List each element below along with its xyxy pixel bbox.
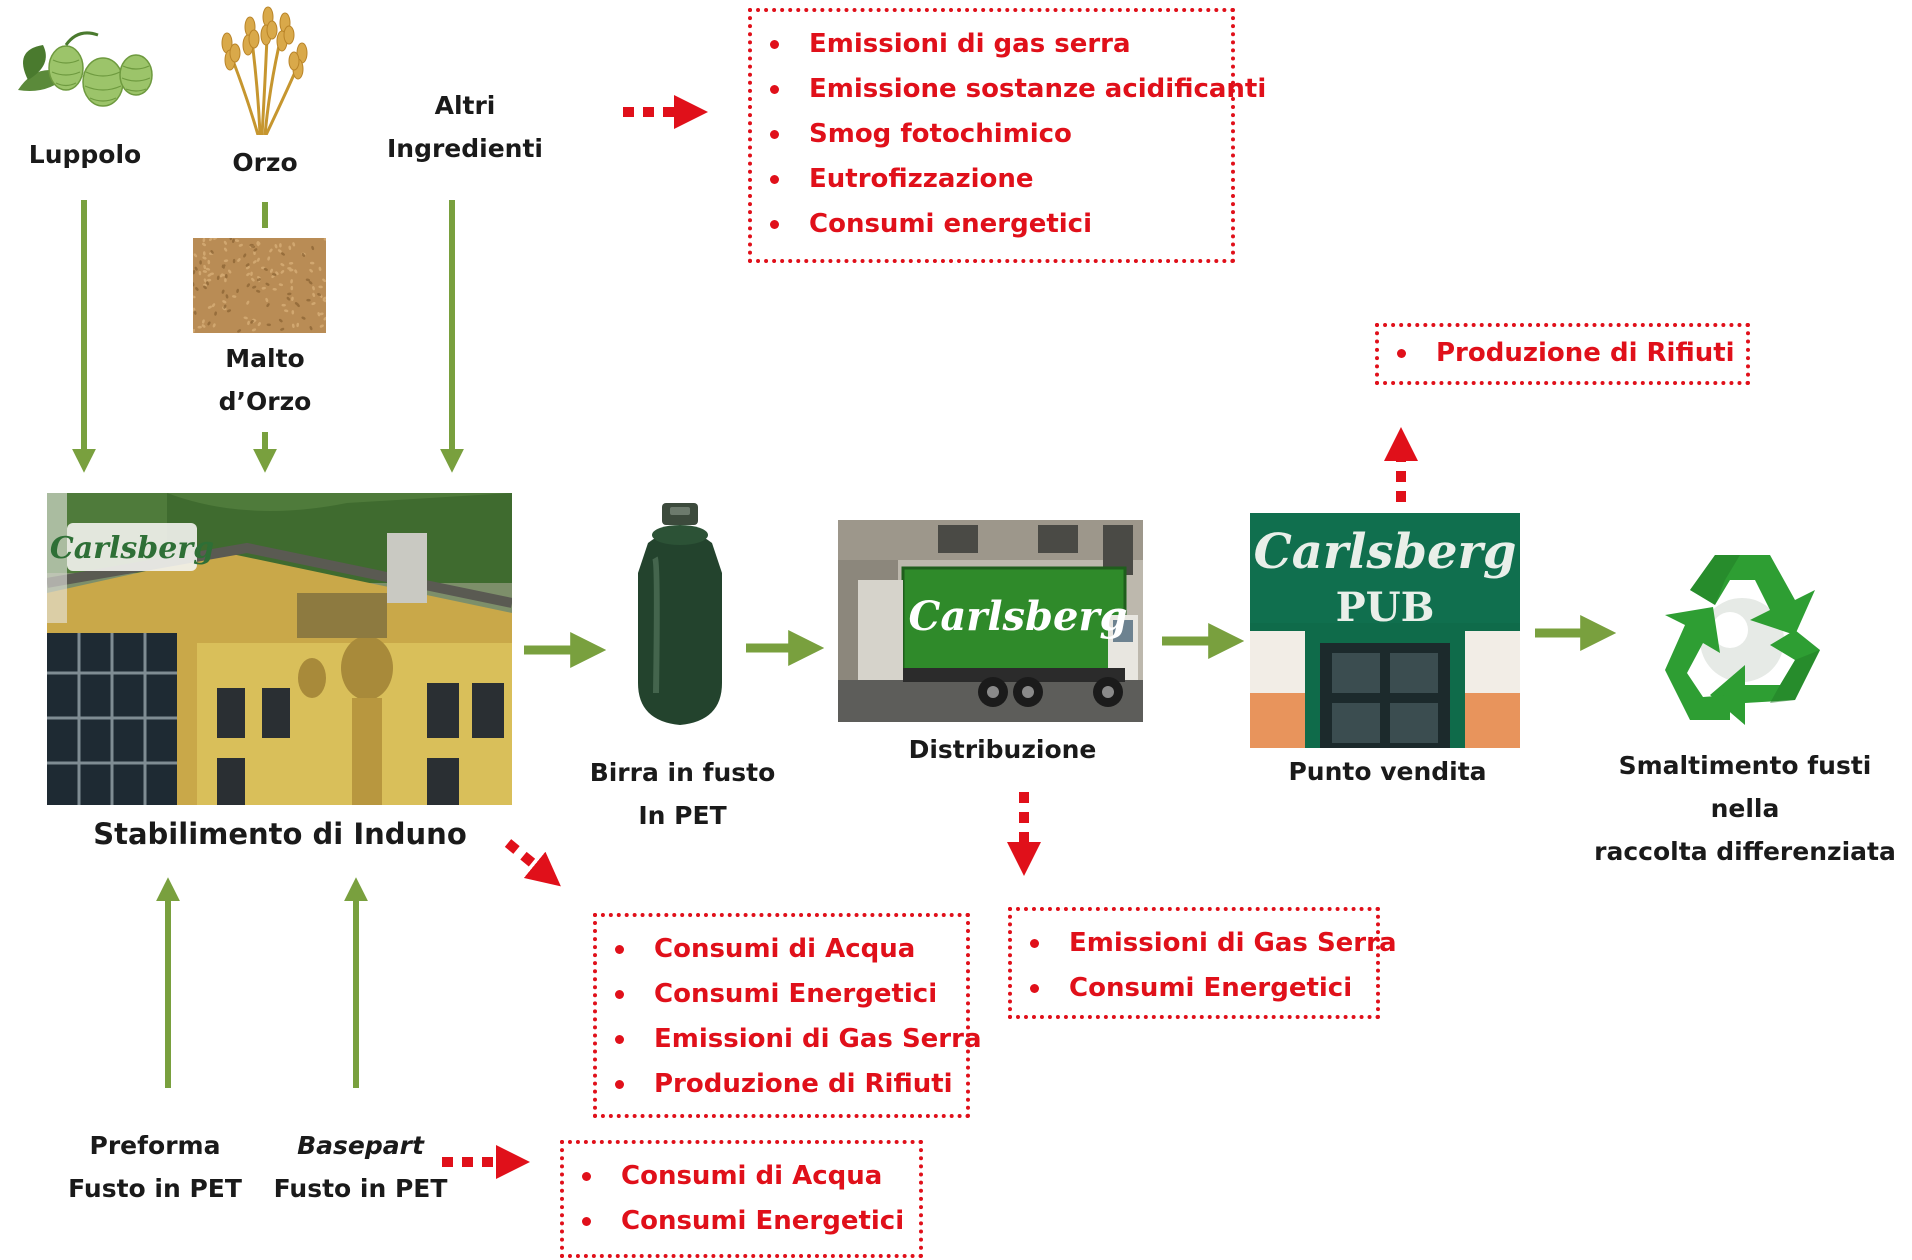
pub-storefront-image: Carlsberg PUB — [1250, 513, 1520, 748]
impact-item: Consumi energetici — [764, 202, 1219, 247]
impact-item: Consumi di Acqua — [609, 927, 954, 972]
impact-box-punto-vendita: Produzione di Rifiuti — [1375, 323, 1750, 385]
brewery-logo-text: Carlsberg — [50, 531, 214, 566]
label-birra-line2: In PET — [638, 801, 727, 830]
label-punto-vendita: Punto vendita — [1288, 757, 1487, 786]
label-basepart: Basepart Fusto in PET — [268, 1124, 453, 1210]
pub-sign-text: PUB — [1336, 584, 1435, 631]
label-altri-line2: Ingredienti — [386, 134, 544, 163]
pub-logo-text: Carlsberg — [1254, 524, 1517, 580]
label-preforma-line1: Preforma — [89, 1131, 221, 1160]
label-malto-line2: d’Orzo — [218, 387, 312, 416]
brewery-building-image: Carlsberg — [47, 493, 512, 805]
label-malto-line1: Malto — [225, 344, 305, 373]
impact-item: Smog fotochimico — [764, 112, 1219, 157]
impact-box-basepart: Consumi di Acqua Consumi Energetici — [560, 1140, 923, 1258]
label-smaltimento: Smaltimento fusti nella raccolta differe… — [1580, 744, 1910, 873]
label-luppolo: Luppolo — [28, 140, 142, 169]
recycle-icon — [1665, 555, 1820, 725]
impact-box-ingredienti: Emissioni di gas serra Emissione sostanz… — [748, 8, 1266, 263]
hops-icon — [18, 31, 153, 107]
impact-item: Emissioni di Gas Serra — [609, 1017, 982, 1062]
impact-item: Consumi Energetici — [609, 972, 954, 1017]
label-distribuzione: Distribuzione — [908, 735, 1097, 764]
impact-box-stabilimento: Consumi di Acqua Consumi Energetici Emis… — [593, 913, 982, 1118]
impact-box-distribuzione: Emissioni di Gas Serra Consumi Energetic… — [1008, 907, 1397, 1019]
label-preforma: Preforma Fusto in PET — [60, 1124, 250, 1210]
impact-item: Produzione di Rifiuti — [609, 1062, 954, 1107]
label-basepart-line1: Basepart — [297, 1131, 424, 1160]
malt-grain-image — [193, 238, 326, 333]
label-birra-line1: Birra in fusto — [589, 758, 776, 787]
label-stabilimento: Stabilimento di Induno — [93, 817, 467, 851]
impact-item: Consumi di Acqua — [576, 1154, 907, 1199]
label-altri-line1: Altri — [434, 91, 496, 120]
impact-item: Emissione sostanze acidificanti — [764, 67, 1266, 112]
wheat-icon — [221, 6, 308, 135]
pet-keg-image — [638, 503, 722, 725]
impact-item: Produzione di Rifiuti — [1391, 331, 1735, 376]
impact-item: Emissioni di Gas Serra — [1024, 921, 1397, 966]
label-orzo: Orzo — [232, 148, 298, 177]
impact-arrow-stabilimento — [504, 839, 561, 887]
label-malto: Malto d’Orzo — [180, 337, 350, 423]
impact-item: Emissioni di gas serra — [764, 22, 1219, 67]
label-smaltimento-line2: raccolta differenziata — [1594, 837, 1896, 866]
label-preforma-line2: Fusto in PET — [68, 1174, 242, 1203]
label-smaltimento-line1: Smaltimento fusti nella — [1618, 751, 1872, 823]
delivery-truck-image: Carlsberg — [838, 520, 1143, 722]
impact-item: Consumi Energetici — [1024, 966, 1364, 1011]
impact-item: Eutrofizzazione — [764, 157, 1219, 202]
truck-logo-text: Carlsberg — [908, 593, 1127, 640]
impact-item: Consumi Energetici — [576, 1199, 907, 1244]
label-birra: Birra in fusto In PET — [570, 751, 795, 837]
label-basepart-line2: Fusto in PET — [273, 1174, 448, 1203]
label-altri-ingredienti: Altri Ingredienti — [365, 84, 565, 170]
